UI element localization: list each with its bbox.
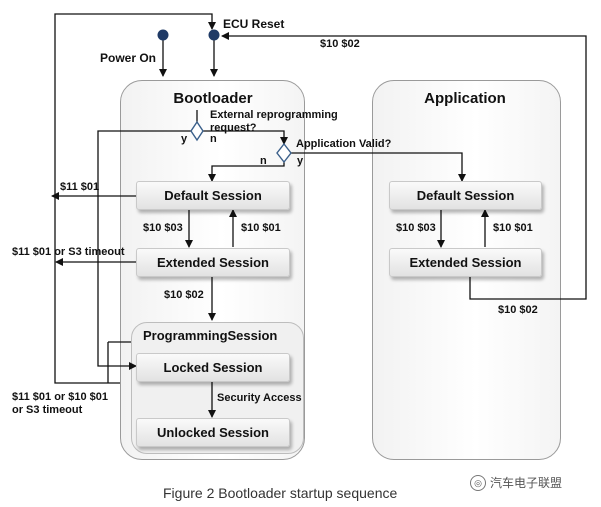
app-default-session: Default Session [389,181,542,210]
decision-valid-label: Application Valid? [296,138,392,150]
valid-yes-line [291,152,466,182]
ecu-reset-code-label: $10 $02 [320,38,360,50]
ecu-reset-dot [208,29,220,41]
power-on-label: Power On [100,51,157,65]
exit-programming-label: $11 $01 or $10 $01 or S3 timeout [12,391,109,416]
ext-no-line [202,130,288,145]
exit-default-label: $11 $01 [60,181,100,193]
boot-default-session: Default Session [136,181,290,210]
power-on-dot [157,29,169,41]
valid-no-label: n [260,155,267,167]
decision-external-label: External reprogramming request? [210,109,338,134]
decision-valid-diamond [276,142,292,164]
watermark: ◎ 汽车电子联盟 [470,474,562,491]
watermark-text: 汽车电子联盟 [490,476,563,490]
application-title: Application [424,90,506,107]
figure-caption: Figure 2 Bootloader startup sequence [163,485,398,501]
app-to-bootloader-label: $10 $02 [498,304,538,316]
valid-yes-label: y [297,155,304,167]
app-to-extended-label: $10 $03 [396,222,436,234]
boot-to-extended-label: $10 $03 [143,222,183,234]
boot-to-default-label: $10 $01 [241,222,281,234]
boot-locked-session: Locked Session [136,353,290,382]
app-extended-session: Extended Session [389,248,542,277]
boot-to-programming-label: $10 $02 [164,289,204,301]
boot-unlocked-session: Unlocked Session [136,418,290,447]
security-access-label: Security Access [217,392,302,404]
app-to-reset-line [221,32,587,300]
decision-external-diamond [190,120,204,142]
ext-no-label: n [210,133,217,145]
watermark-icon: ◎ [470,474,486,491]
valid-no-line [208,162,285,182]
ext-yes-line [97,130,192,370]
reset-loop-line [54,13,216,384]
bootloader-title: Bootloader [173,90,253,107]
ecu-reset-label: ECU Reset [223,17,285,31]
app-to-default-label: $10 $01 [493,222,533,234]
programming-session-title: ProgrammingSession [143,328,278,343]
exit-extended-label: $11 $01 or S3 timeout [12,246,125,258]
boot-extended-session: Extended Session [136,248,290,277]
ext-yes-label: y [181,133,188,145]
